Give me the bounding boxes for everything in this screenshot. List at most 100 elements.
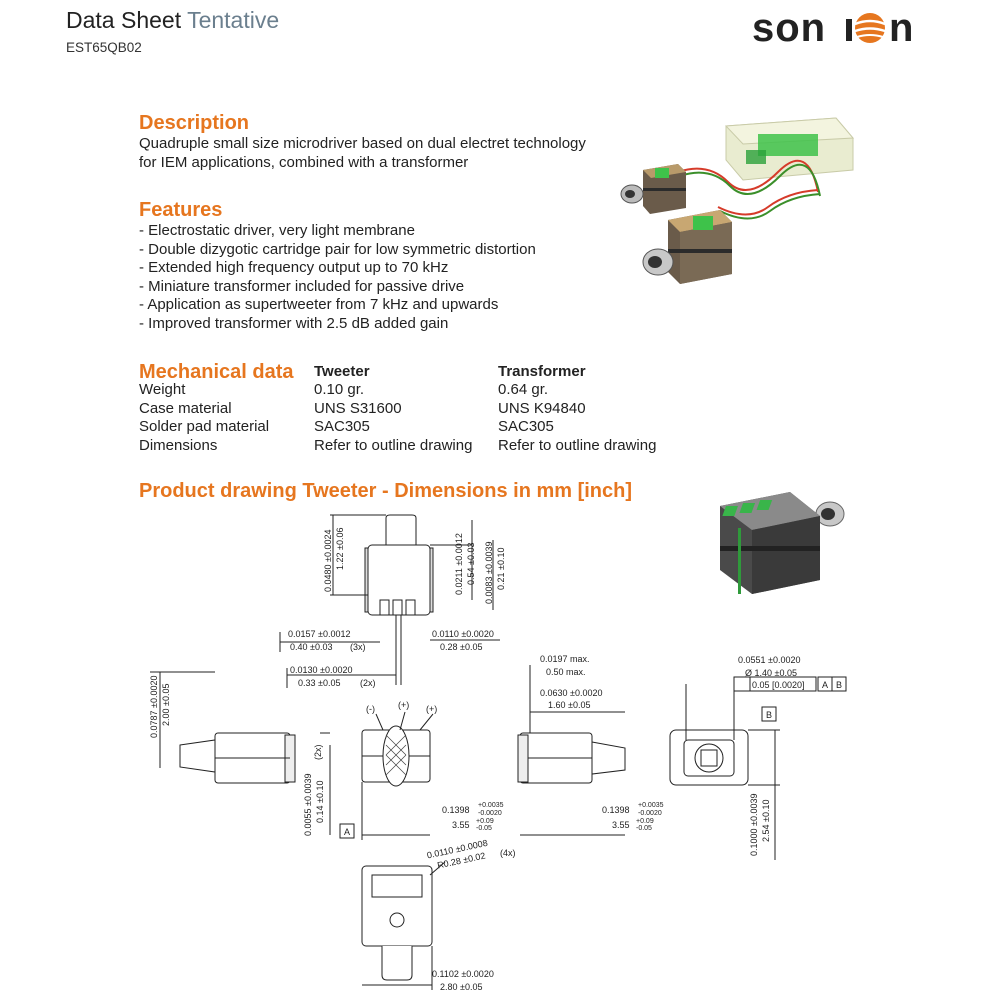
feature-item: - Electrostatic driver, very light membr…	[139, 222, 415, 239]
document-id: EST65QB02	[66, 40, 142, 55]
dim-0083: 0.0083 ±0.0039	[484, 542, 494, 605]
mechanical-heading: Mechanical data	[139, 360, 294, 383]
dim-355b: 3.55	[612, 820, 630, 830]
row-label: Dimensions	[139, 436, 218, 454]
dim-0055: 0.0055 ±0.0039	[303, 774, 313, 837]
dim-0211: 0.0211 ±0.0012	[454, 533, 464, 595]
dim-355a: 3.55	[452, 820, 470, 830]
title-main: Data Sheet	[66, 7, 182, 33]
dim-355a-tol-up: +0.09	[476, 818, 494, 825]
side-view-right	[517, 665, 626, 836]
dim-355a-tol-dn: -0.05	[476, 825, 492, 832]
row-label: Case material	[139, 399, 232, 417]
dim-1000: 0.1000 ±0.0039	[749, 794, 759, 857]
section-view	[361, 711, 434, 840]
row-tweeter: 0.10 gr.	[314, 381, 365, 398]
description-line: Quadruple small size microdriver based o…	[139, 135, 586, 152]
dim-1398a: 0.1398	[442, 805, 470, 815]
dim-x3: (3x)	[350, 642, 366, 652]
dim-0110a: 0.0110 ±0.0020	[432, 629, 494, 639]
top-view	[279, 514, 500, 688]
dim-014: 0.14 ±0.10	[315, 781, 325, 823]
dim-0551: 0.0551 ±0.0020	[738, 655, 801, 665]
terminal-plus-2: (+)	[426, 704, 437, 714]
feature-item: - Improved transformer with 2.5 dB added…	[139, 314, 449, 332]
feature-item: - Extended high frequency output up to 7…	[139, 259, 449, 276]
dim-160: 1.60 ±0.05	[548, 700, 590, 710]
terminal-plus-1: (+)	[398, 700, 409, 710]
side-view-left	[150, 671, 331, 835]
row-tweeter: SAC305	[314, 418, 370, 435]
tweeter-render	[720, 492, 845, 594]
description-text: Quadruple small size microdriver based o…	[139, 135, 586, 172]
dim-x2b: (2x)	[313, 744, 323, 760]
dim-280: 2.80 ±0.05	[440, 982, 482, 992]
dim-050: 0.50 max.	[546, 667, 586, 677]
svg-text:son: son	[752, 6, 826, 50]
feature-item: - Double dizygotic cartridge pair for lo…	[139, 240, 536, 258]
dim-254: 2.54 ±0.10	[761, 800, 771, 842]
dim-200: 2.00 ±0.05	[161, 684, 171, 726]
features-heading: Features	[139, 199, 223, 221]
product-photo	[620, 117, 855, 284]
dim-1398b: 0.1398	[602, 805, 630, 815]
tweeter-small-illustration	[620, 164, 686, 214]
flatness-tolerance: 0.05 [0.0020]	[752, 680, 805, 690]
table-row: Solder pad material SAC305 SAC305	[139, 418, 699, 437]
bottom-view	[361, 861, 446, 990]
dim-0197: 0.0197 max.	[540, 654, 590, 664]
table-row: Weight 0.10 gr. 0.64 gr.	[139, 381, 699, 400]
table-row: Case material UNS S31600 UNS K94840	[139, 400, 699, 419]
datum-b: B	[766, 710, 772, 720]
description-line: for IEM applications, combined with a tr…	[139, 153, 469, 171]
row-transformer: UNS K94840	[498, 399, 586, 417]
terminal-minus: (-)	[366, 704, 375, 714]
dim-122: 1.22 ±0.06	[335, 528, 345, 570]
end-view	[669, 684, 780, 860]
row-transformer: Refer to outline drawing	[498, 436, 657, 454]
row-label: Weight	[139, 381, 186, 398]
feature-item: - Miniature transformer included for pas…	[139, 277, 465, 295]
row-transformer: 0.64 gr.	[498, 381, 549, 398]
dim-1102: 0.1102 ±0.0020	[432, 969, 494, 979]
dim-0480: 0.0480 ±0.0024	[323, 530, 333, 593]
dim-1398b-tol-dn: -0.0020	[638, 810, 662, 817]
row-tweeter: Refer to outline drawing	[314, 436, 473, 454]
sonion-logo: son n	[752, 6, 913, 50]
drawing-heading: Product drawing Tweeter - Dimensions in …	[139, 480, 633, 502]
svg-text:n: n	[889, 6, 913, 50]
col-transformer: Transformer	[498, 362, 586, 380]
dim-355b-tol-dn: -0.05	[636, 825, 652, 832]
dim-040: 0.40 ±0.03	[290, 642, 332, 652]
page-title: Data Sheet Tentative	[66, 7, 279, 34]
dim-0787: 0.0787 ±0.0020	[149, 676, 159, 739]
logo-globe-icon	[854, 13, 886, 43]
datum-b-ref: B	[836, 680, 842, 690]
row-label: Solder pad material	[139, 418, 270, 435]
dim-0130: 0.0130 ±0.0020	[290, 665, 353, 675]
dim-355b-tol-up: +0.09	[636, 818, 654, 825]
section-hatch	[385, 734, 407, 776]
dim-028: 0.28 ±0.05	[440, 642, 482, 652]
table-row: Dimensions Refer to outline drawing Refe…	[139, 437, 699, 456]
dim-0157: 0.0157 ±0.0012	[288, 629, 351, 639]
datum-a: A	[344, 827, 350, 837]
col-tweeter: Tweeter	[314, 362, 370, 380]
transformer-illustration	[724, 117, 855, 181]
feature-item: - Application as supertweeter from 7 kHz…	[139, 296, 499, 313]
row-transformer: SAC305	[498, 418, 554, 435]
dim-0630: 0.0630 ±0.0020	[540, 688, 603, 698]
dim-x2: (2x)	[360, 678, 376, 688]
dim-x4: (4x)	[500, 848, 516, 858]
dim-021: 0.21 ±0.10	[496, 548, 506, 590]
dim-1398a-tol-dn: -0.0020	[478, 810, 502, 817]
mechanical-header-row: Mechanical data Tweeter Transformer	[139, 357, 699, 381]
title-sub: Tentative	[187, 7, 280, 33]
row-tweeter: UNS S31600	[314, 399, 402, 417]
dim-1398a-tol-up: +0.0035	[478, 802, 504, 809]
dim-1398b-tol-up: +0.0035	[638, 802, 664, 809]
dim-140: Ø 1.40 ±0.05	[745, 668, 797, 678]
mechanical-data-table: Mechanical data Tweeter Transformer Weig…	[139, 357, 699, 455]
tweeter-large-illustration	[642, 210, 732, 284]
dim-033: 0.33 ±0.05	[298, 678, 340, 688]
